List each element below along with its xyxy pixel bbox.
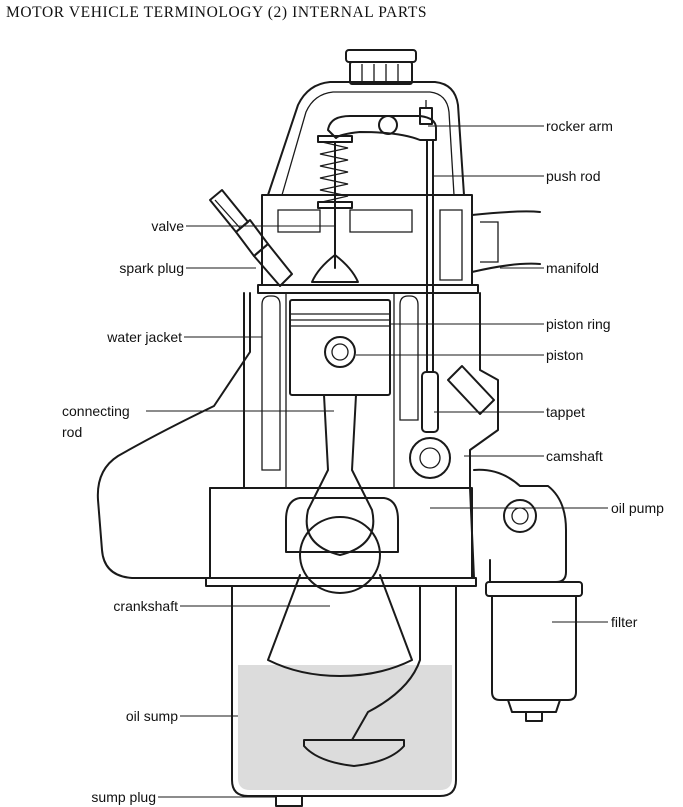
label-oil-sump: oil sump (126, 708, 178, 724)
head-gasket (257, 284, 479, 294)
cylinder-block (96, 292, 251, 579)
tappet (421, 371, 439, 433)
connecting-rod (305, 394, 375, 556)
valve (311, 141, 359, 283)
water-jacket-right (399, 295, 419, 421)
label-water-jacket: water jacket (106, 329, 182, 345)
label-sump-plug: sump plug (91, 789, 156, 805)
label-camshaft: camshaft (546, 448, 603, 464)
water-jacket-left (261, 295, 281, 471)
sump-plug (275, 795, 303, 807)
rocker-arm (327, 100, 437, 141)
oil-filler-cap (345, 49, 417, 85)
label-rocker-arm: rocker arm (546, 118, 613, 134)
sump-flange (205, 577, 477, 587)
engine-drawing (96, 49, 583, 807)
spark-plug (209, 189, 293, 287)
label-piston: piston (546, 347, 583, 363)
label-tappet: tappet (546, 404, 585, 420)
rocker-cover (267, 81, 465, 196)
push-rod (426, 139, 434, 373)
label-piston-ring: piston ring (546, 316, 611, 332)
oil-filter (485, 581, 583, 722)
oil-fill (238, 665, 452, 790)
page-title: MOTOR VEHICLE TERMINOLOGY (2) INTERNAL P… (6, 4, 428, 21)
crankcase (209, 487, 473, 579)
label-connecting-rod-line2: rod (62, 424, 82, 440)
leader-lines (146, 125, 608, 798)
label-push-rod: push rod (546, 168, 600, 184)
labels: rocker arm push rod valve spark plug man… (62, 118, 664, 805)
camshaft (409, 437, 451, 479)
label-oil-pump: oil pump (611, 500, 664, 516)
piston (289, 299, 391, 396)
label-valve: valve (151, 218, 184, 234)
oil-sump (231, 585, 457, 797)
oil-pickup-pipe (351, 585, 421, 741)
label-spark-plug: spark plug (119, 260, 184, 276)
valve-spring (319, 141, 349, 203)
label-manifold: manifold (546, 260, 599, 276)
distributor-stub (447, 365, 495, 415)
label-connecting-rod-line1: connecting (62, 403, 130, 419)
oil-pump (473, 468, 567, 583)
crankshaft (267, 497, 413, 677)
manifold-body (471, 210, 541, 273)
label-crankshaft: crankshaft (113, 598, 178, 614)
label-filter: filter (611, 614, 638, 630)
